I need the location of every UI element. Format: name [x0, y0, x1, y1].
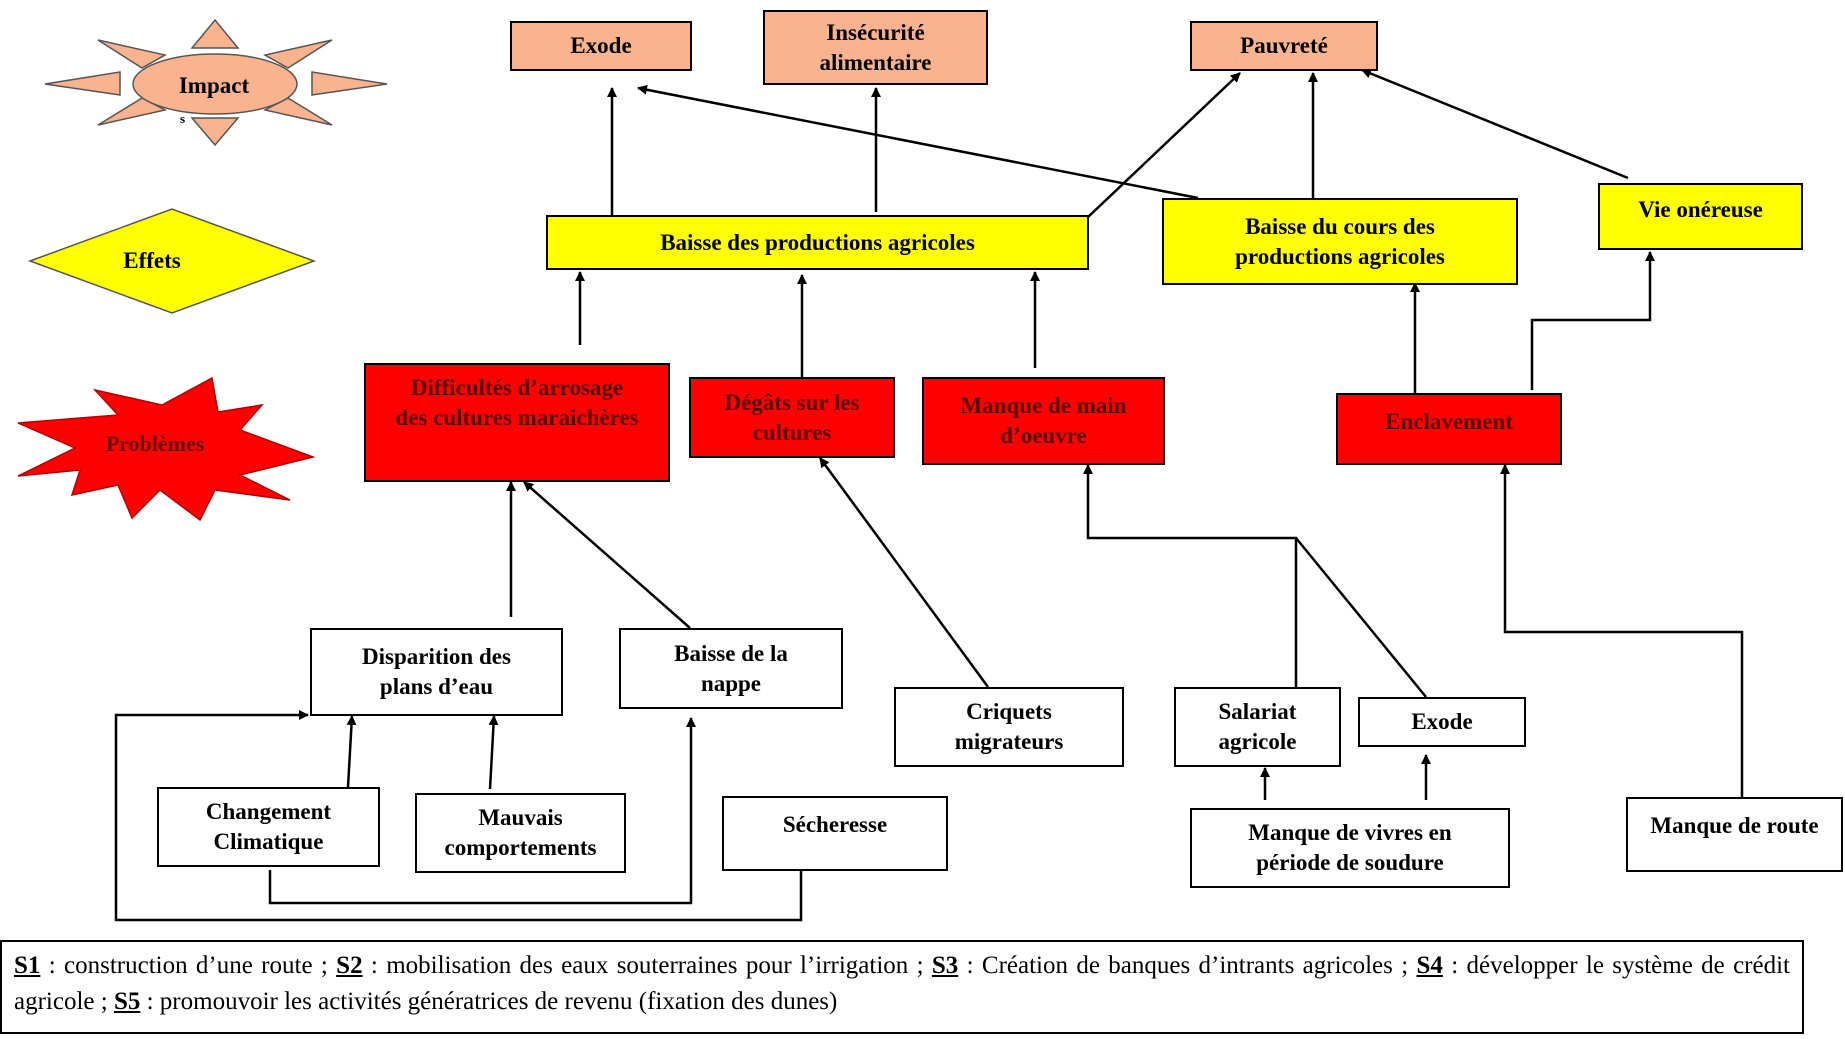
solution-s4-text: : développer le système de crédit agrico…	[14, 952, 1790, 1016]
cause-vivres-box: Manque de vivres en période de soudure	[1190, 808, 1510, 888]
cause-mauvais-box: Mauvais comportements	[415, 793, 626, 873]
impact-pauvrete-box: Pauvreté	[1190, 21, 1378, 71]
legend-problemes-label: Problèmes	[106, 431, 205, 456]
impact-insecurite-line1: Insécurité	[826, 19, 925, 45]
cause-disparition-line1: Disparition des	[362, 644, 511, 670]
solution-s1-code: S1	[14, 952, 41, 979]
cause-salariat-line2: agricole	[1218, 729, 1297, 754]
cause-vivres-line2: période de soudure	[1256, 850, 1444, 875]
cause-disparition-box: Disparition des plans d’eau	[310, 628, 563, 716]
cause-exode-label: Exode	[1411, 709, 1473, 735]
cause-secheresse-label: Sécheresse	[782, 812, 888, 837]
probleme-arrosage-line1: Difficultés d’arrosage	[410, 375, 624, 400]
probleme-enclavement-box: Enclavement	[1336, 393, 1562, 465]
cause-salariat-line1: Salariat	[1218, 699, 1297, 725]
solution-s3-code: S3	[931, 952, 959, 979]
impact-pauvrete-label: Pauvreté	[1240, 33, 1328, 59]
cause-changement-box: Changement Climatique	[157, 787, 380, 867]
effet-vie-onereuse-label: Vie onéreuse	[1638, 197, 1763, 222]
effet-baisse-cours-line1: Baisse du cours des	[1245, 213, 1435, 239]
cause-criquets-line2: migrateurs	[954, 729, 1064, 754]
cause-route-label: Manque de route	[1650, 813, 1819, 838]
solution-s2-text: : mobilisation des eaux souterraines pou…	[362, 952, 932, 979]
cause-secheresse-box: Sécheresse	[722, 796, 948, 871]
probleme-enclavement-label: Enclavement	[1385, 409, 1513, 434]
solutions-legend: S1 : construction d’une route ; S2 : mob…	[0, 940, 1804, 1034]
solution-s2-code: S2	[336, 952, 363, 979]
probleme-degats-line1: Dégâts sur les	[724, 389, 860, 415]
cause-mauvais-line2: comportements	[444, 835, 597, 860]
cause-salariat-box: Salariat agricole	[1174, 687, 1341, 767]
cause-exode-box: Exode	[1358, 697, 1526, 747]
effets-diamond-shape	[27, 208, 317, 314]
cause-route-box: Manque de route	[1626, 797, 1843, 872]
legend-effets-label: Effets	[123, 248, 181, 273]
solution-s3-text: : Création de banques d’intrants agricol…	[958, 952, 1417, 979]
cause-baisse-nappe-line1: Baisse de la	[674, 640, 788, 666]
impact-exode-label: Exode	[570, 33, 632, 59]
solution-s5-code: S5	[113, 988, 141, 1016]
cause-changement-line2: Climatique	[213, 829, 324, 854]
cause-disparition-line2: plans d’eau	[379, 674, 494, 699]
effet-baisse-productions-box: Baisse des productions agricoles	[546, 215, 1089, 270]
probleme-degats-line2: cultures	[752, 419, 832, 445]
cause-criquets-line1: Criquets	[966, 699, 1052, 725]
solution-s1-text: : construction d’une route ;	[40, 952, 337, 979]
probleme-arrosage-line2: des cultures maraichères	[395, 404, 639, 430]
probleme-arrosage-box: Difficultés d’arrosage des cultures mara…	[364, 363, 670, 482]
cause-baisse-nappe-line2: nappe	[700, 670, 762, 696]
effet-baisse-productions-label: Baisse des productions agricoles	[660, 229, 975, 255]
solution-s4-code: S4	[1416, 952, 1443, 979]
cause-mauvais-line1: Mauvais	[478, 805, 563, 831]
probleme-main-oeuvre-box: Manque de main d’oeuvre	[922, 377, 1165, 465]
probleme-degats-box: Dégâts sur les cultures	[689, 377, 895, 458]
impact-insecurite-box: Insécurité alimentaire	[763, 10, 988, 85]
solution-s5-text: : promouvoir les activités génératrices …	[140, 988, 838, 1016]
impact-sun-shape	[44, 18, 388, 147]
cause-criquets-box: Criquets migrateurs	[894, 687, 1124, 767]
legend-impact-label: Impact	[179, 73, 250, 98]
legend-impact-mark: s	[180, 111, 185, 126]
cause-baisse-nappe-box: Baisse de la nappe	[619, 628, 843, 709]
effet-baisse-cours-box: Baisse du cours des productions agricole…	[1162, 198, 1518, 285]
impact-insecurite-line2: alimentaire	[819, 49, 932, 75]
cause-changement-line1: Changement	[205, 799, 332, 825]
impact-exode-box: Exode	[510, 21, 692, 71]
probleme-main-oeuvre-line2: d’oeuvre	[1000, 423, 1087, 448]
problemes-starburst-shape	[17, 376, 316, 522]
effet-baisse-cours-line2: productions agricoles	[1235, 243, 1445, 269]
probleme-main-oeuvre-line1: Manque de main	[960, 393, 1127, 419]
effet-vie-onereuse-box: Vie onéreuse	[1598, 183, 1803, 250]
cause-vivres-line1: Manque de vivres en	[1248, 820, 1452, 846]
